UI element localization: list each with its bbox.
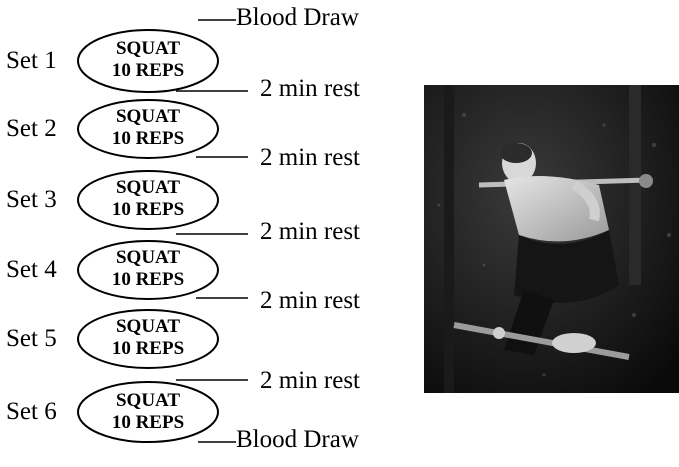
reps-count: 10 REPS	[111, 338, 185, 359]
set-oval	[77, 29, 219, 93]
reps-count: 10 REPS	[111, 412, 185, 433]
set-oval	[77, 99, 219, 159]
exercise-name: SQUAT	[115, 247, 181, 268]
reps-count: 10 REPS	[111, 60, 185, 81]
set-label: Set 5	[6, 325, 57, 352]
exercise-name: SQUAT	[115, 106, 181, 127]
rest-label: 2 min rest	[260, 75, 360, 102]
reps-count: 10 REPS	[111, 269, 185, 290]
set-label: Set 4	[6, 256, 57, 283]
exercise-name: SQUAT	[115, 316, 181, 337]
squat-photo-graphic	[424, 85, 679, 393]
rest-label: 2 min rest	[260, 144, 360, 171]
blood-draw-top: Blood Draw	[236, 4, 359, 31]
set-oval	[77, 170, 219, 230]
set-label: Set 6	[6, 398, 57, 425]
exercise-name: SQUAT	[115, 177, 181, 198]
set-oval-text: SQUAT 10 REPS	[83, 316, 213, 360]
set-oval	[77, 240, 219, 300]
rest-label: 2 min rest	[260, 367, 360, 394]
set-oval-text: SQUAT 10 REPS	[83, 38, 213, 82]
set-label: Set 3	[6, 186, 57, 213]
exercise-name: SQUAT	[115, 390, 181, 411]
set-oval-text: SQUAT 10 REPS	[83, 390, 213, 434]
set-label: Set 2	[6, 115, 57, 142]
set-oval	[77, 309, 219, 369]
blood-draw-bottom: Blood Draw	[236, 426, 359, 453]
set-oval-text: SQUAT 10 REPS	[83, 177, 213, 221]
set-oval	[77, 381, 219, 443]
set-oval-text: SQUAT 10 REPS	[83, 247, 213, 291]
squat-photo	[424, 85, 679, 393]
set-label: Set 1	[6, 47, 57, 74]
set-oval-text: SQUAT 10 REPS	[83, 106, 213, 150]
rest-label: 2 min rest	[260, 218, 360, 245]
reps-count: 10 REPS	[111, 199, 185, 220]
rest-label: 2 min rest	[260, 287, 360, 314]
exercise-name: SQUAT	[115, 38, 181, 59]
reps-count: 10 REPS	[111, 128, 185, 149]
